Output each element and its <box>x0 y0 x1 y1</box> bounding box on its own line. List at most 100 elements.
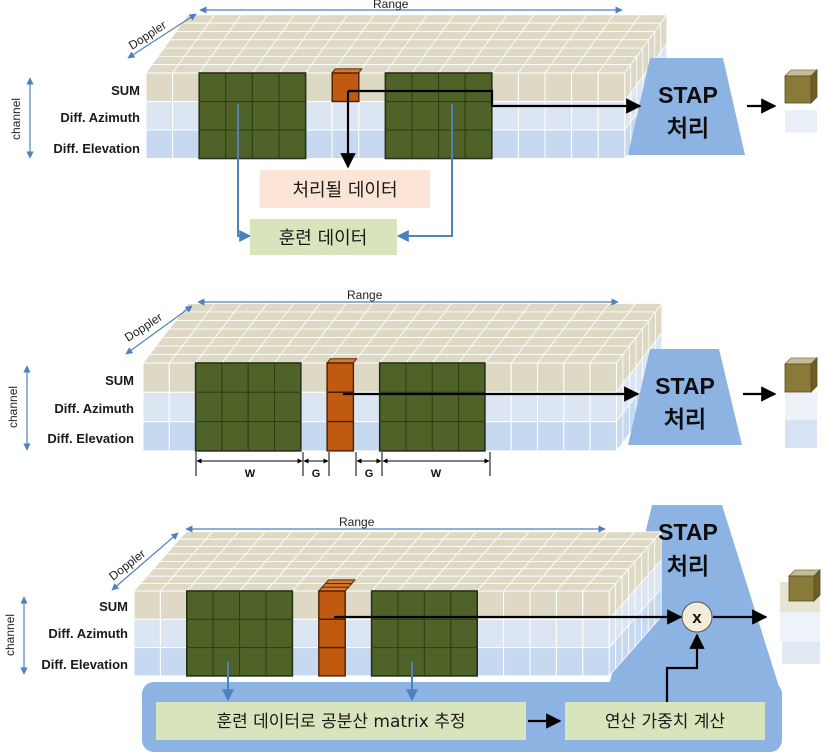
training-data-box <box>250 219 397 255</box>
front-cell <box>145 101 174 131</box>
front-cell <box>503 647 531 677</box>
training-cell <box>371 647 399 677</box>
training-cell <box>198 129 227 159</box>
front-cell <box>331 101 360 131</box>
front-cell <box>597 129 626 159</box>
front-cell <box>484 391 512 423</box>
stap-label-2: 처리 <box>664 406 706 432</box>
panel-covariance-weights: Range Doppler channel SUM Diff. Azimuth … <box>3 505 821 752</box>
front-cell <box>537 421 565 452</box>
front-cell <box>529 647 557 677</box>
training-cell <box>186 618 214 649</box>
row-label-sum: SUM <box>99 599 128 614</box>
front-cell <box>352 391 381 423</box>
output-cell <box>784 357 818 448</box>
weight-label: 연산 가중치 계산 <box>605 712 726 732</box>
training-cell <box>405 362 433 393</box>
front-cell <box>344 618 373 649</box>
front-cell <box>305 129 333 159</box>
front-cell <box>358 72 386 102</box>
front-cell <box>484 362 512 393</box>
front-cell <box>358 129 386 159</box>
data-cube <box>142 302 663 453</box>
target-cell <box>318 618 346 649</box>
range-label: Range <box>339 515 375 529</box>
stap-label-1: STAP <box>658 82 718 108</box>
training-cell <box>186 590 214 620</box>
front-cell <box>537 391 565 423</box>
training-cell <box>278 72 307 102</box>
data-to-process-label: 처리될 데이터 <box>292 180 397 201</box>
front-cell <box>589 421 617 452</box>
front-cell <box>344 590 373 620</box>
front-cell <box>582 590 610 620</box>
front-cell <box>133 618 161 649</box>
stap-block <box>628 58 745 155</box>
front-cell <box>300 391 328 423</box>
training-window <box>378 362 486 452</box>
training-cell <box>212 618 241 649</box>
multiply-symbol: x <box>692 608 702 627</box>
front-cell <box>503 618 531 649</box>
stap-label-2: 처리 <box>667 115 709 141</box>
training-cell <box>221 391 249 423</box>
front-cell <box>305 72 333 102</box>
front-cell <box>571 129 599 159</box>
front-cell <box>133 647 161 677</box>
target-to-stap-arrow <box>348 89 642 114</box>
training-cell <box>278 129 307 159</box>
range-label: Range <box>347 288 383 302</box>
training-cell <box>195 421 223 452</box>
training-cell <box>212 590 241 620</box>
training-cell <box>274 362 302 393</box>
training-cell <box>371 590 399 620</box>
training-cell <box>464 72 493 102</box>
row-label-elevation: Diff. Elevation <box>41 657 128 672</box>
front-cell <box>358 101 386 131</box>
row-label-sum: SUM <box>111 83 140 98</box>
front-cell <box>145 72 174 102</box>
range-label: Range <box>373 0 409 11</box>
front-cell <box>291 590 320 620</box>
dim-w-right: W <box>431 468 442 480</box>
doppler-label: Doppler <box>122 310 165 345</box>
doppler-axis-arrow <box>127 13 197 59</box>
training-cell <box>265 618 293 649</box>
front-cell <box>172 129 200 159</box>
target-top <box>320 583 353 588</box>
training-cell <box>195 391 223 423</box>
left-training-arrow <box>237 104 252 242</box>
front-cell <box>491 129 519 159</box>
training-cell <box>458 421 486 452</box>
dim-g-left: G <box>312 468 321 480</box>
covariance-box <box>156 702 526 740</box>
row-label-elevation: Diff. Elevation <box>53 141 140 156</box>
training-cell <box>379 391 407 423</box>
front-cell <box>159 618 188 649</box>
panel-window-layout: Range Doppler channel SUM Diff. Azimuth … <box>6 288 818 480</box>
training-cell <box>411 101 440 131</box>
front-cell <box>142 362 170 393</box>
front-cell <box>544 72 573 102</box>
stap-label-1: STAP <box>658 519 718 545</box>
data-cube <box>145 13 668 160</box>
training-cell <box>423 618 452 649</box>
front-cell <box>476 590 505 620</box>
training-cell <box>384 72 413 102</box>
front-cell <box>537 362 565 393</box>
training-cell <box>265 647 293 677</box>
front-cell <box>555 590 584 620</box>
training-cell <box>379 362 407 393</box>
training-cell <box>450 647 478 677</box>
front-cell <box>168 362 197 393</box>
front-cell <box>517 72 546 102</box>
training-cell <box>247 391 275 423</box>
training-cell <box>431 391 460 423</box>
front-cell <box>544 129 573 159</box>
front-cell <box>159 590 188 620</box>
training-cell <box>247 362 275 393</box>
training-cell <box>438 72 466 102</box>
dimension-markers <box>195 452 491 476</box>
target-cell <box>326 362 355 393</box>
